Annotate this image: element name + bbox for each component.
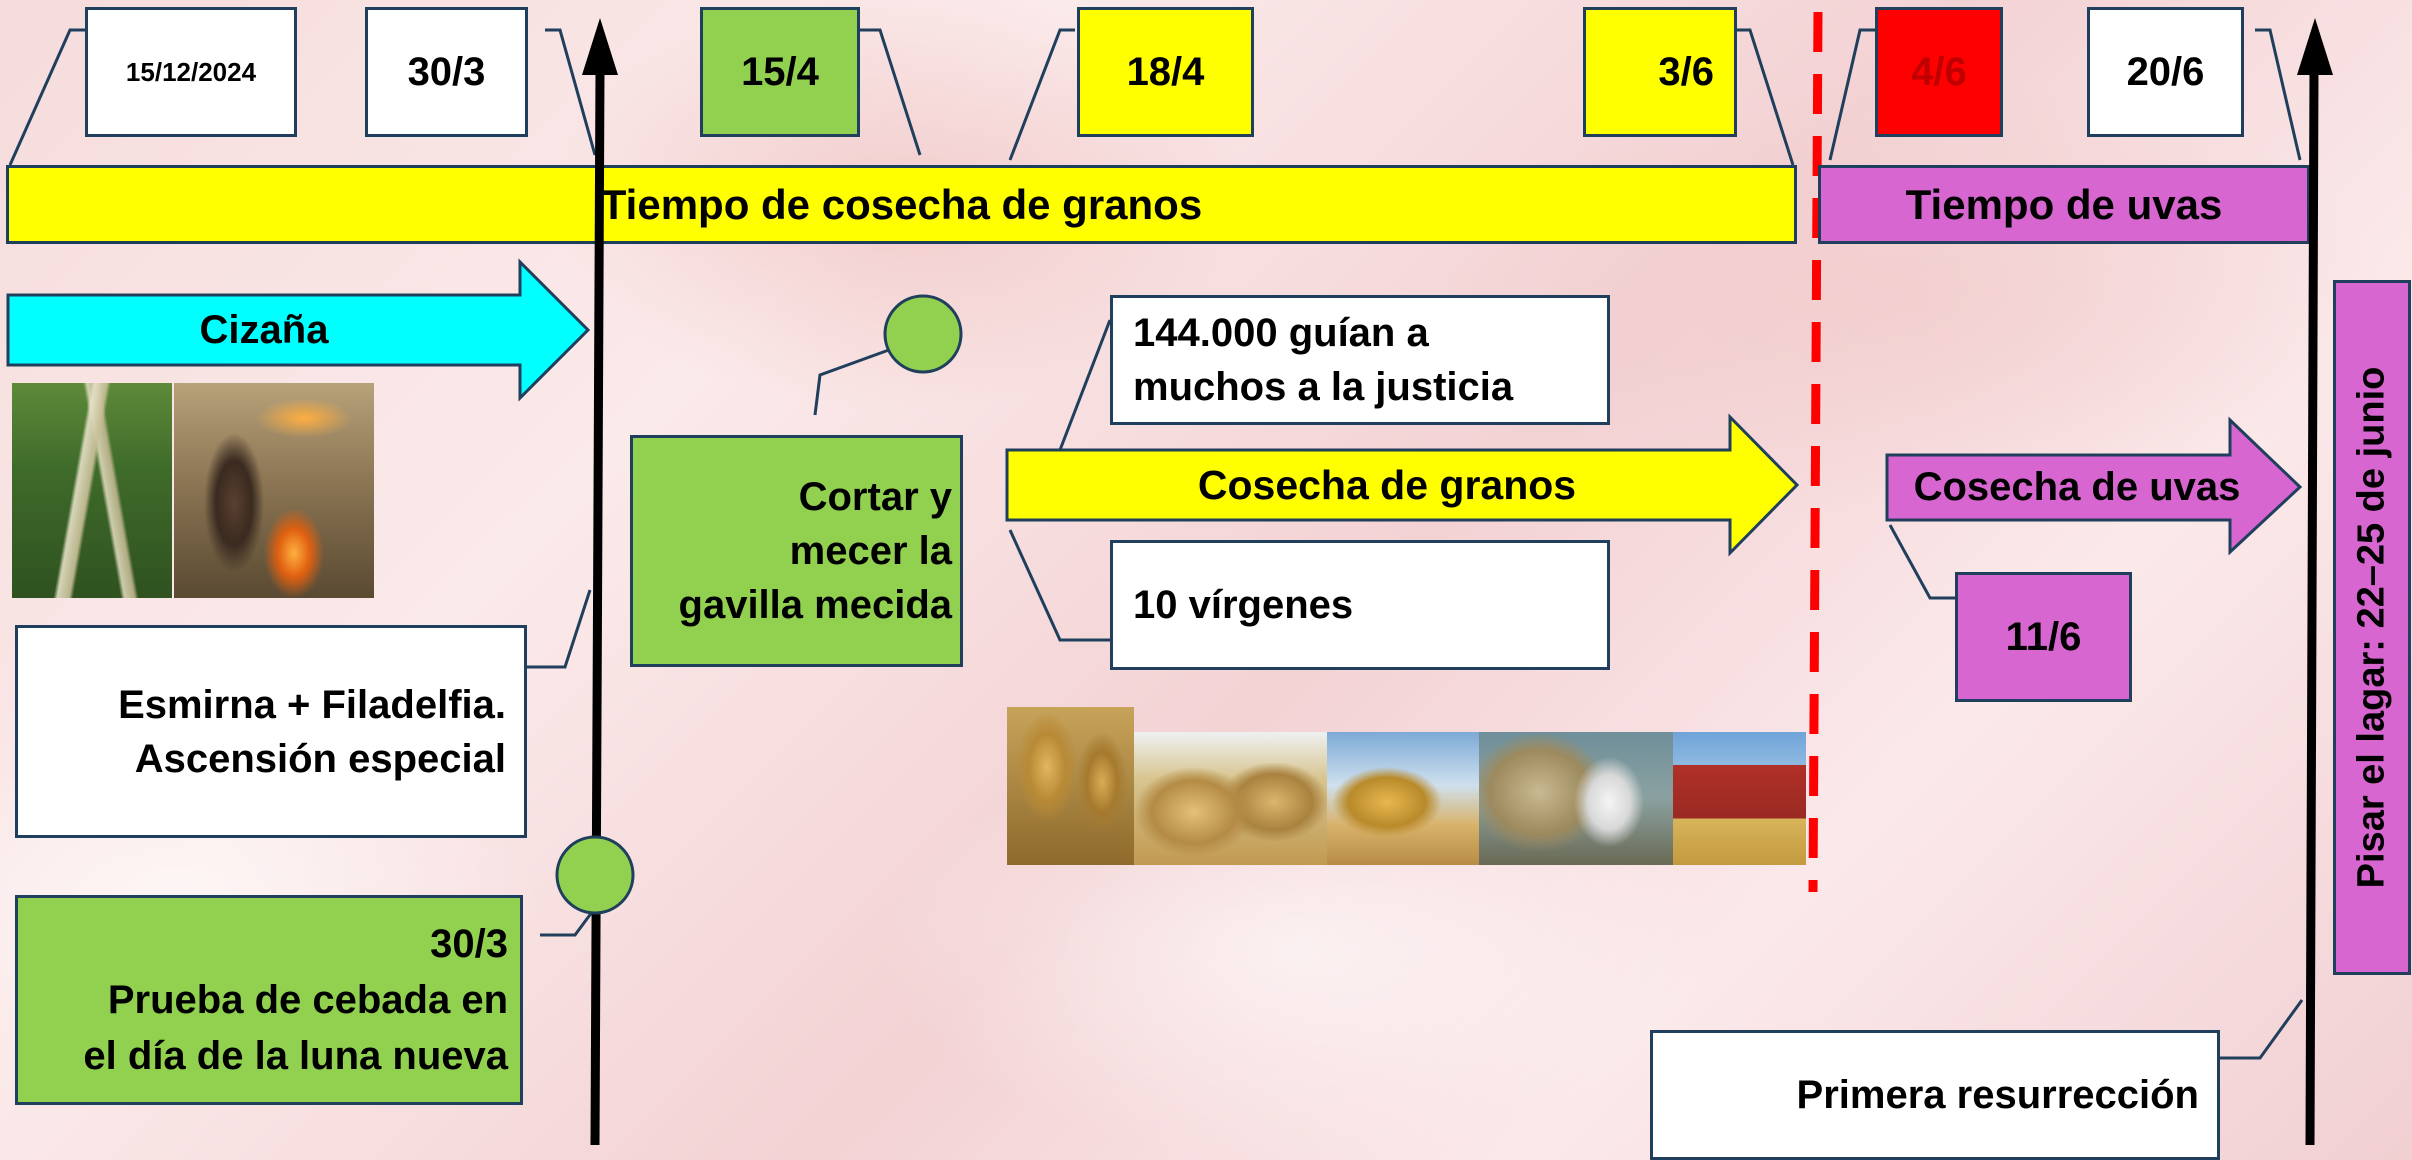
grain-time-label: Tiempo de cosecha de granos: [600, 180, 1203, 228]
wave-line-1: Cortar y: [798, 475, 952, 519]
grain-harvest-arrow: [1005, 413, 1800, 557]
burning-tares-photo: [174, 383, 374, 598]
winepress-box: Pisar el lagar: 22–25 de junio: [2333, 280, 2411, 975]
wave-sheaf-box: Cortar y mecer la gavilla mecida: [630, 435, 963, 667]
date-box-7: 20/6: [2087, 7, 2244, 137]
date-label-7: 20/6: [2126, 49, 2205, 94]
callout-line-barley: [540, 907, 597, 937]
date-label-5: 3/6: [1658, 49, 1714, 94]
first-resurrection-box: Primera resurrección: [1650, 1030, 2220, 1160]
barley-marker-circle: [555, 835, 635, 915]
date-label-4: 18/4: [1126, 49, 1205, 94]
date-box-4: 18/4: [1077, 7, 1254, 137]
barley-line-2: Prueba de cebada en: [107, 978, 508, 1022]
winnowing-photo: [1479, 732, 1673, 865]
grape-time-band: Tiempo de uvas: [1818, 165, 2310, 244]
barn-photo: [1673, 732, 1806, 865]
grain-harvest-label: Cosecha de granos: [1007, 450, 1767, 520]
callout-line-grape-date: [1888, 524, 1955, 600]
tares-text: Cizaña: [199, 307, 329, 352]
callout-line-virgins: [1008, 529, 1110, 642]
harvest-divider-line: [1808, 11, 1823, 893]
date-label-1: 15/12/2024: [125, 56, 257, 87]
wave-marker-circle: [883, 294, 963, 374]
wave-line-2: mecer la: [789, 529, 952, 573]
tares-label: Cizaña: [8, 295, 520, 365]
sheaves-photo: [1134, 732, 1327, 865]
guide-line-1: 144.000 guían a: [1133, 311, 1429, 355]
timeline-line-2: [2305, 69, 2319, 1146]
barley-line-3: el día de la luna nueva: [83, 1034, 508, 1078]
callout-line-guide: [1058, 319, 1112, 451]
callout-line-d5: [1737, 28, 1795, 166]
grape-date-text: 11/6: [2005, 614, 2082, 659]
grain-time-band: Tiempo de cosecha de granos: [6, 165, 1797, 244]
first-resurrection-text: Primera resurrección: [1796, 1072, 2199, 1117]
timeline-arrowhead-2: [2297, 18, 2333, 75]
date-label-6: 4/6: [1911, 49, 1967, 94]
wave-line-3: gavilla mecida: [678, 583, 952, 627]
virgins-text: 10 vírgenes: [1133, 582, 1354, 627]
guide-box: 144.000 guían a muchos a la justicia: [1110, 295, 1610, 425]
grain-harvest-text: Cosecha de granos: [1197, 461, 1577, 508]
smyrna-box: Esmirna + Filadelfia. Ascensión especial: [15, 625, 527, 838]
date-box-1: 15/12/2024: [85, 7, 297, 137]
timeline-line-1: [590, 69, 605, 1146]
date-label-3: 15/4: [741, 49, 819, 94]
smyrna-line-2: Ascensión especial: [134, 736, 506, 781]
callout-line-resurrection: [2220, 999, 2304, 1060]
date-box-3: 15/4: [700, 7, 860, 137]
virgins-box: 10 vírgenes: [1110, 540, 1610, 670]
grape-harvest-arrow: [1885, 416, 2303, 556]
date-box-5: 3/6: [1583, 7, 1737, 137]
callout-line-d1: [8, 28, 85, 166]
barley-box: 30/3 Prueba de cebada en el día de la lu…: [15, 895, 523, 1105]
callout-line-d6: [1828, 28, 1875, 161]
tares-plant-photo: [12, 383, 172, 598]
grape-time-label: Tiempo de uvas: [1905, 180, 2223, 228]
timeline-arrowhead-1: [582, 18, 618, 75]
callout-line-d4: [1008, 28, 1075, 161]
callout-line-smyrna: [527, 589, 592, 669]
date-box-6: 4/6: [1875, 7, 2003, 137]
callout-line-d3: [860, 28, 922, 156]
guide-line-2: muchos a la justicia: [1133, 365, 1514, 409]
callout-line-d7: [2255, 28, 2302, 161]
smyrna-line-1: Esmirna + Filadelfia.: [118, 682, 506, 727]
sickle-photo: [1007, 707, 1134, 865]
date-box-2: 30/3: [365, 7, 528, 137]
barley-line-1: 30/3: [430, 922, 508, 966]
grape-harvest-text: Cosecha de uvas: [1913, 465, 2241, 509]
callout-line-d2: [545, 28, 597, 156]
grape-date-box: 11/6: [1955, 572, 2132, 702]
date-label-2: 30/3: [407, 49, 486, 94]
tares-arrow: [6, 258, 591, 402]
threshing-photo: [1327, 732, 1479, 865]
grape-harvest-label: Cosecha de uvas: [1887, 455, 2267, 520]
